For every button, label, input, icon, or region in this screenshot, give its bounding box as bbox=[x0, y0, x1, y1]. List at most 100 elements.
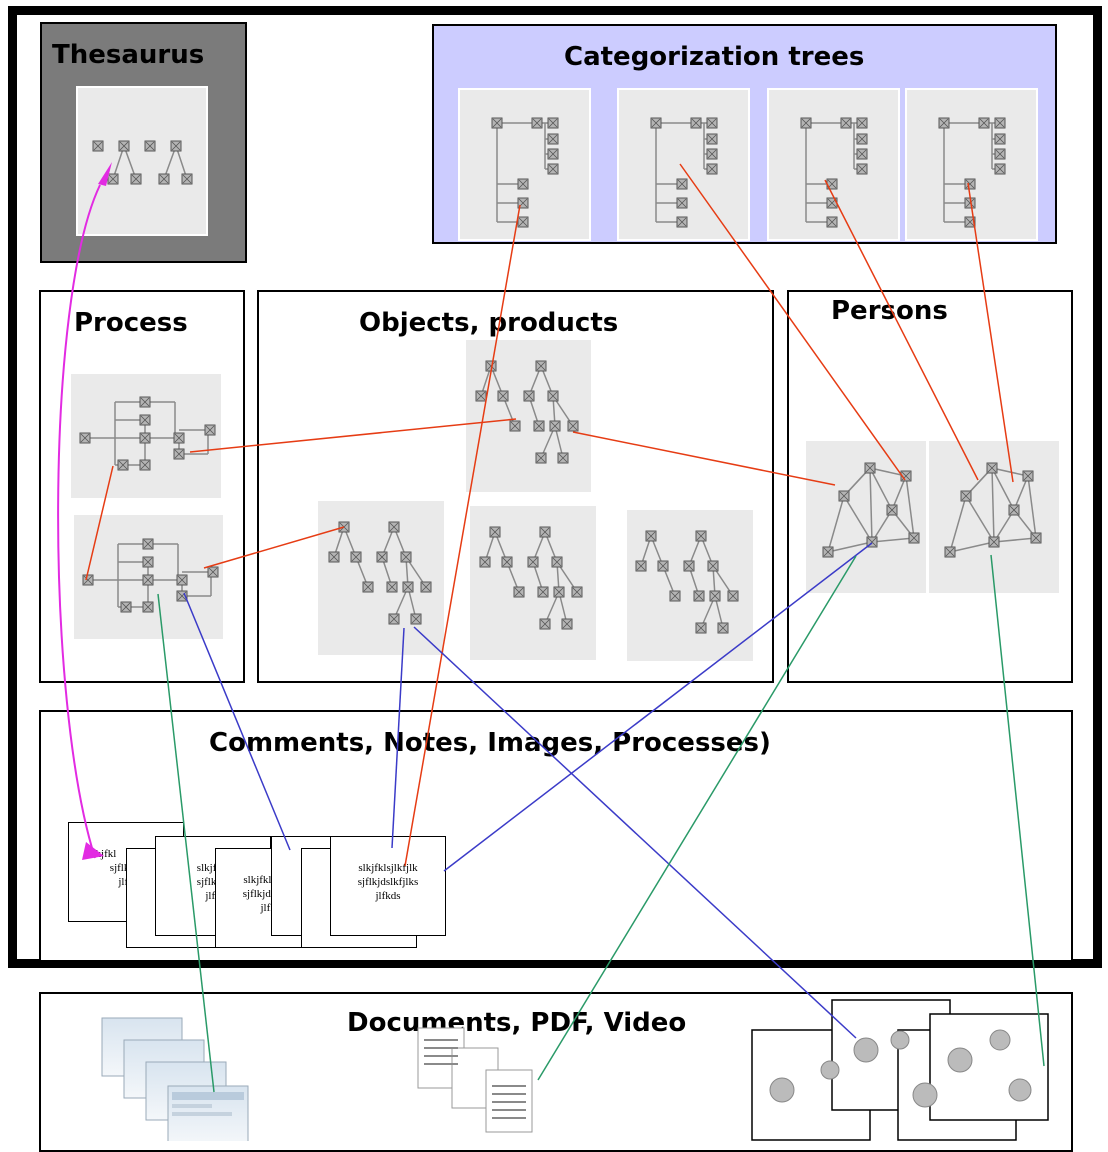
graph-edge bbox=[965, 495, 995, 543]
graph-node-mark bbox=[536, 453, 546, 463]
graph-node-mark bbox=[387, 582, 397, 592]
categorization-trees-title: Categorization trees bbox=[564, 42, 865, 72]
graph-node-mark bbox=[568, 421, 578, 431]
objects-products-title: Objects, products bbox=[359, 308, 619, 338]
graph-node-mark bbox=[995, 149, 1005, 159]
graph-node-mark bbox=[554, 587, 564, 597]
graph-node-mark bbox=[131, 174, 141, 184]
graph-node-mark bbox=[538, 587, 548, 597]
graph-node-mark bbox=[140, 460, 150, 470]
category-tree-panel-4 bbox=[905, 88, 1038, 241]
graph-node-mark bbox=[411, 614, 421, 624]
graph-node-mark bbox=[518, 179, 528, 189]
graph-node-mark bbox=[965, 198, 975, 208]
graph-node-mark bbox=[540, 527, 550, 537]
graph-node-mark bbox=[528, 557, 538, 567]
graph-node-mark bbox=[677, 217, 687, 227]
graph-edge bbox=[991, 467, 995, 543]
graph-node-mark bbox=[476, 391, 486, 401]
link-blue bbox=[391, 627, 405, 849]
graph-node-mark bbox=[651, 118, 661, 128]
graph-node-mark bbox=[548, 118, 558, 128]
graph-node-mark bbox=[961, 491, 971, 501]
link-red bbox=[824, 179, 979, 481]
graph-node-mark bbox=[389, 522, 399, 532]
graph-node-mark bbox=[979, 118, 989, 128]
graph-edge bbox=[869, 467, 907, 477]
graph-node-mark bbox=[532, 118, 542, 128]
graph-node-mark bbox=[171, 141, 181, 151]
graph-node-mark bbox=[524, 391, 534, 401]
graph-node-mark bbox=[939, 118, 949, 128]
documents-title: Documents, PDF, Video bbox=[347, 1008, 687, 1038]
graph-node-mark bbox=[174, 433, 184, 443]
graph-node-mark bbox=[684, 561, 694, 571]
graph-node-mark bbox=[562, 619, 572, 629]
graph-node-mark bbox=[401, 552, 411, 562]
graph-node-mark bbox=[857, 149, 867, 159]
graph-node-mark bbox=[857, 118, 867, 128]
graph-node-mark bbox=[182, 174, 192, 184]
link-green bbox=[157, 593, 215, 1093]
arrow-head bbox=[82, 842, 104, 860]
graph-node-mark bbox=[421, 582, 431, 592]
graph-edge bbox=[869, 467, 893, 511]
graph-node-mark bbox=[827, 179, 837, 189]
graph-node-mark bbox=[177, 575, 187, 585]
graph-node-mark bbox=[145, 141, 155, 151]
graph-node-mark bbox=[502, 557, 512, 567]
graph-node-mark bbox=[93, 141, 103, 151]
arrow-head bbox=[98, 162, 112, 186]
graph-edge bbox=[827, 541, 873, 553]
screenshot-stack-icon bbox=[101, 1017, 249, 1141]
graph-node-mark bbox=[389, 614, 399, 624]
link-red bbox=[404, 204, 521, 867]
graph-node-mark bbox=[839, 491, 849, 501]
graph-node-mark bbox=[801, 118, 811, 128]
link-magenta bbox=[57, 184, 101, 859]
graph-node-mark bbox=[119, 141, 129, 151]
graph-node-mark bbox=[118, 460, 128, 470]
category-tree-panel-1 bbox=[458, 88, 591, 241]
link-blue bbox=[443, 542, 873, 872]
graph-node-mark bbox=[510, 421, 520, 431]
graph-node-mark bbox=[80, 433, 90, 443]
graph-node-mark bbox=[707, 164, 717, 174]
graph-node-mark bbox=[965, 217, 975, 227]
graph-node-mark bbox=[363, 582, 373, 592]
graph-node-mark bbox=[548, 391, 558, 401]
graph-node-mark bbox=[208, 567, 218, 577]
graph-node-mark bbox=[995, 134, 1005, 144]
note-card-7: slkjfklsjlkfjlk sjflkjdslkfjlks jlfkds bbox=[330, 836, 446, 936]
link-blue bbox=[413, 626, 857, 1039]
process-title: Process bbox=[74, 308, 188, 338]
graph-node-mark bbox=[728, 591, 738, 601]
graph-node-mark bbox=[548, 149, 558, 159]
graph-node-mark bbox=[548, 134, 558, 144]
link-red bbox=[189, 418, 517, 453]
graph-node-mark bbox=[403, 582, 413, 592]
graph-node-mark bbox=[108, 174, 118, 184]
text-document-stack-icon bbox=[417, 1027, 533, 1133]
application-frame bbox=[8, 6, 1102, 968]
graph-node-mark bbox=[857, 134, 867, 144]
category-tree-panel-3 bbox=[767, 88, 900, 241]
graph-node-mark bbox=[205, 425, 215, 435]
graph-edge bbox=[869, 467, 873, 543]
graph-edge bbox=[1027, 475, 1037, 539]
graph-node-mark bbox=[174, 449, 184, 459]
graph-node-mark bbox=[518, 217, 528, 227]
graph-node-mark bbox=[694, 591, 704, 601]
graph-node-mark bbox=[710, 591, 720, 601]
graph-node-mark bbox=[548, 164, 558, 174]
graph-edge bbox=[827, 495, 845, 553]
graph-node-mark bbox=[965, 179, 975, 189]
graph-node-mark bbox=[945, 547, 955, 557]
graph-edge bbox=[891, 475, 907, 511]
graph-node-mark bbox=[989, 537, 999, 547]
graph-node-mark bbox=[140, 415, 150, 425]
graph-node-mark bbox=[329, 552, 339, 562]
graph-edge bbox=[991, 467, 1015, 511]
graph-node-mark bbox=[857, 164, 867, 174]
